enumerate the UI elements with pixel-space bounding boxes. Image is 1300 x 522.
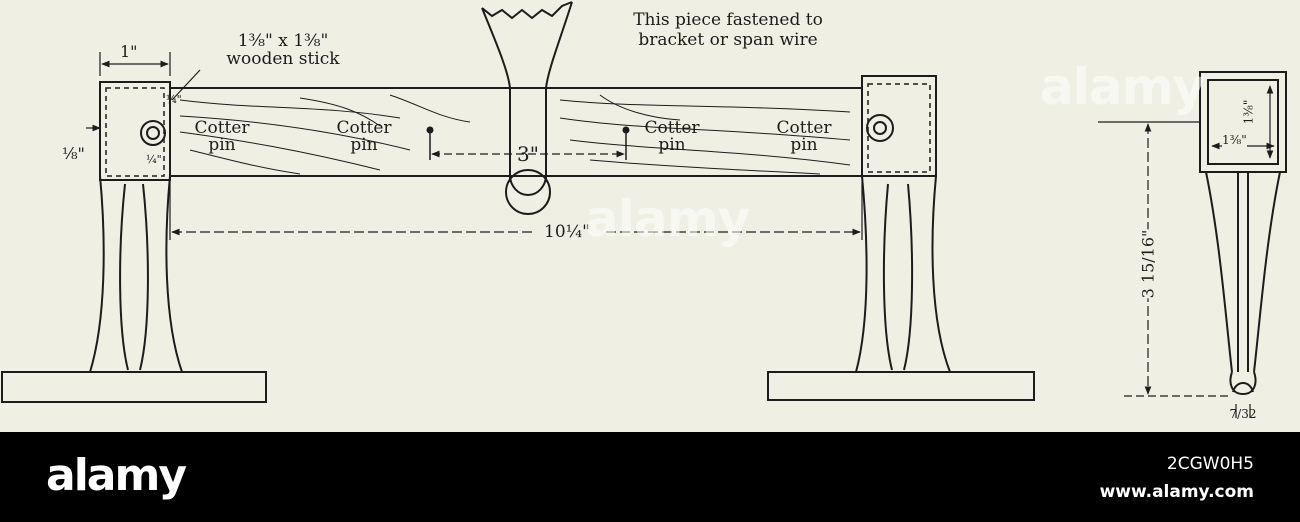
pin-spacing-label: 3" [517, 142, 539, 166]
hanger-piece [481, 1, 573, 182]
site-url[interactable]: www.alamy.com [1099, 482, 1254, 502]
section-taper [1205, 171, 1281, 396]
technical-drawing: 1⅜" x 1⅜" wooden stick 1" ¼" ¼" ⅛" Cotte… [0, 0, 1300, 432]
right-pin-hole [866, 114, 894, 142]
overall-height-label: 3 15/16" [1138, 229, 1158, 299]
wooden-stick [169, 87, 863, 177]
brand-logo: alamy [46, 450, 187, 501]
stick-material-label: wooden stick [226, 49, 340, 69]
right-upright [855, 175, 951, 373]
watermark-center: alamy [585, 190, 750, 248]
left-base-plate [1, 371, 267, 403]
watermark-top-right: alamy [1040, 58, 1205, 116]
cotter-pin-label-4: Cotter pin [776, 118, 832, 155]
hole-offset-bottom-label: ¼" [146, 153, 162, 166]
span-length-label: 10¼" [532, 224, 602, 241]
stick-size-label: 1⅜" x 1⅜" [237, 31, 329, 51]
section-height-label: 1⅜" [1241, 99, 1256, 125]
image-id: 2CGW0H5 [1166, 454, 1254, 474]
hole-offset-top-label: ¼" [166, 93, 182, 106]
cotter-pin-label-3: Cotter pin [644, 118, 700, 155]
right-end-block [861, 75, 937, 177]
right-base-plate [767, 371, 1035, 401]
left-upright [89, 175, 183, 373]
groove-width-label: 7/32 [1229, 407, 1257, 421]
left-pin-hole [140, 120, 166, 146]
hanger-note-line1: This piece fastened to [633, 10, 823, 30]
end-width-label: 1" [120, 42, 138, 61]
cotter-pin-label-2: Cotter pin [336, 118, 392, 155]
section-width-label: 1⅜" [1222, 132, 1247, 148]
edge-offset-label: ⅛" [62, 144, 85, 163]
drawing-lines [1, 1, 1287, 418]
footer-bar: alamy 2CGW0H5 www.alamy.com [0, 432, 1300, 522]
cotter-pin-label-1: Cotter pin [194, 118, 250, 155]
hanger-note-line2: bracket or span wire [638, 30, 818, 50]
